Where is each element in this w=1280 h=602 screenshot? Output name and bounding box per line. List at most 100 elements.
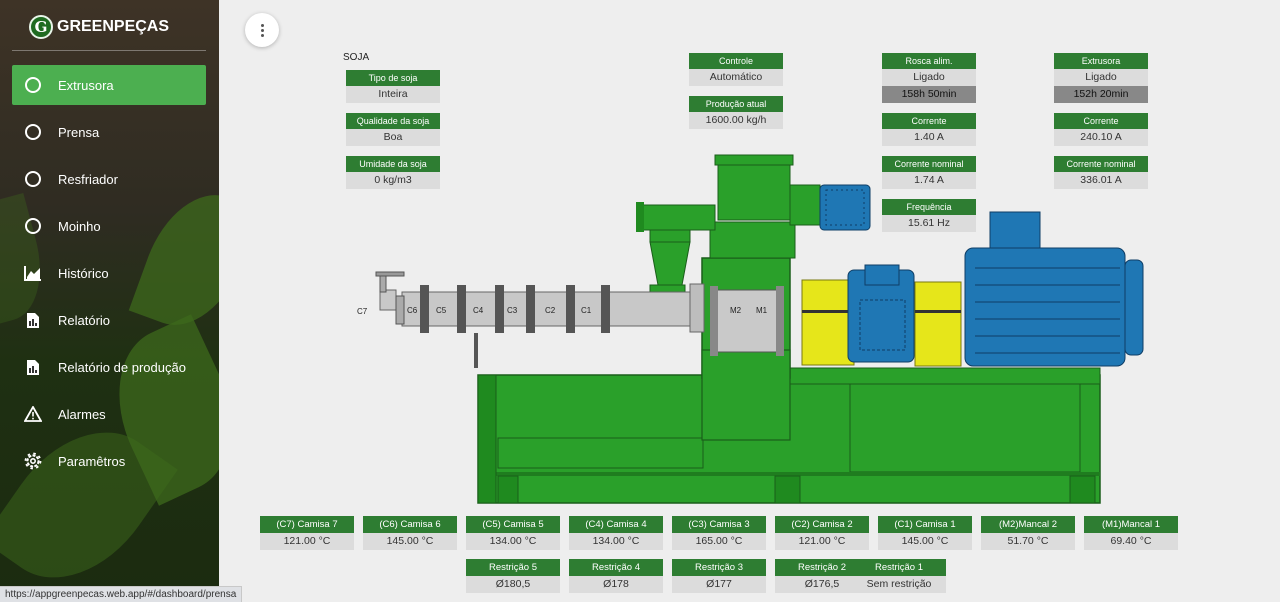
report-icon bbox=[24, 358, 42, 376]
card-producao-atual: Produção atual 1600.00 kg/h bbox=[689, 96, 783, 129]
card-status: Ligado bbox=[1054, 69, 1148, 86]
c2-label: C2 bbox=[545, 306, 556, 315]
restricao-card-4: Restrição 4 Ø178 bbox=[569, 559, 663, 593]
nav-item-label: Alarmes bbox=[58, 406, 106, 422]
card-label: Corrente bbox=[882, 113, 976, 129]
report-icon bbox=[24, 311, 42, 329]
card-label: Corrente nominal bbox=[1054, 156, 1148, 172]
temp-card-m2: (M2)Mancal 2 51.70 °C bbox=[981, 516, 1075, 550]
card-status: Ligado bbox=[882, 69, 976, 86]
nav-item-alarmes[interactable]: Alarmes bbox=[12, 394, 206, 434]
more-options-button[interactable] bbox=[245, 13, 279, 47]
temp-card-m1: (M1)Mancal 1 69.40 °C bbox=[1084, 516, 1178, 550]
nav-item-moinho[interactable]: Moinho bbox=[12, 206, 206, 246]
restricao-value: Sem restrição bbox=[852, 576, 946, 593]
card-extrusora: Extrusora Ligado 152h 20min bbox=[1054, 53, 1148, 103]
temp-value: 145.00 °C bbox=[363, 533, 457, 550]
card-label: Controle bbox=[689, 53, 783, 69]
brand[interactable]: G GREENPEÇAS bbox=[29, 13, 169, 41]
temp-value: 121.00 °C bbox=[260, 533, 354, 550]
brand-name: GREENPEÇAS bbox=[57, 18, 170, 35]
chart-icon bbox=[24, 264, 42, 282]
restricao-value: Ø180,5 bbox=[466, 576, 560, 593]
circle-icon bbox=[24, 217, 42, 235]
card-value: 1.40 A bbox=[882, 129, 976, 146]
temp-label: (M2)Mancal 2 bbox=[981, 516, 1075, 533]
c3-label: C3 bbox=[507, 306, 518, 315]
dot bbox=[260, 33, 264, 37]
c5-label: C5 bbox=[436, 306, 447, 315]
nav-item-parametros[interactable]: Paramêtros bbox=[12, 441, 206, 481]
card-controle: Controle Automático bbox=[689, 53, 783, 86]
nav-item-label: Prensa bbox=[58, 124, 100, 140]
temp-value: 51.70 °C bbox=[981, 533, 1075, 550]
nav-item-label: Histórico bbox=[58, 265, 109, 281]
feeder-assembly bbox=[636, 154, 821, 296]
restricao-label: Restrição 1 bbox=[852, 559, 946, 576]
temp-label: (C1) Camisa 1 bbox=[878, 516, 972, 533]
restricao-label: Restrição 3 bbox=[672, 559, 766, 576]
card-value: Inteira bbox=[346, 86, 440, 103]
temp-card-c7: (C7) Camisa 7 121.00 °C bbox=[260, 516, 354, 550]
c6-label: C6 bbox=[407, 306, 418, 315]
temp-card-c3: (C3) Camisa 3 165.00 °C bbox=[672, 516, 766, 550]
card-umidade-soja: Umidade da soja 0 kg/m3 bbox=[346, 156, 440, 189]
card-value: 1.74 A bbox=[882, 172, 976, 189]
temp-label: (C2) Camisa 2 bbox=[775, 516, 869, 533]
restricao-card-5: Restrição 5 Ø180,5 bbox=[466, 559, 560, 593]
card-rosca-alim: Rosca alim. Ligado 158h 50min bbox=[882, 53, 976, 103]
restricao-label: Restrição 5 bbox=[466, 559, 560, 576]
coupling-guards bbox=[801, 279, 962, 367]
card-qualidade-soja: Qualidade da soja Boa bbox=[346, 113, 440, 146]
temp-label: (C5) Camisa 5 bbox=[466, 516, 560, 533]
temp-label: (M1)Mancal 1 bbox=[1084, 516, 1178, 533]
card-label: Rosca alim. bbox=[882, 53, 976, 69]
section-title: SOJA bbox=[343, 52, 370, 63]
temp-label: (C6) Camisa 6 bbox=[363, 516, 457, 533]
temp-label: (C3) Camisa 3 bbox=[672, 516, 766, 533]
warning-icon bbox=[24, 405, 42, 423]
nav-item-label: Paramêtros bbox=[58, 453, 126, 469]
card-value: Boa bbox=[346, 129, 440, 146]
m2-label: M2 bbox=[730, 306, 742, 315]
card-label: Corrente nominal bbox=[882, 156, 976, 172]
restricao-card-1: Restrição 1 Sem restrição bbox=[852, 559, 946, 593]
card-label: Tipo de soja bbox=[346, 70, 440, 86]
circle-icon bbox=[24, 76, 42, 94]
temp-value: 165.00 °C bbox=[672, 533, 766, 550]
divider bbox=[12, 50, 206, 51]
c1-label: C1 bbox=[581, 306, 592, 315]
m1-label: M1 bbox=[756, 306, 768, 315]
temp-value: 69.40 °C bbox=[1084, 533, 1178, 550]
sidebar: G GREENPEÇAS Extrusora Prensa Resfriador… bbox=[0, 0, 219, 602]
nav-item-prensa[interactable]: Prensa bbox=[12, 112, 206, 152]
nav-item-resfriador[interactable]: Resfriador bbox=[12, 159, 206, 199]
card-label: Extrusora bbox=[1054, 53, 1148, 69]
temp-label: (C4) Camisa 4 bbox=[569, 516, 663, 533]
restricao-label: Restrição 4 bbox=[569, 559, 663, 576]
restricao-value: Ø178 bbox=[569, 576, 663, 593]
gear-icon bbox=[24, 452, 42, 470]
nav-item-historico[interactable]: Histórico bbox=[12, 253, 206, 293]
card-value: 336.01 A bbox=[1054, 172, 1148, 189]
card-label: Qualidade da soja bbox=[346, 113, 440, 129]
card-label: Corrente bbox=[1054, 113, 1148, 129]
nav-item-label: Resfriador bbox=[58, 171, 118, 187]
nav-item-extrusora[interactable]: Extrusora bbox=[12, 65, 206, 105]
card-runtime: 158h 50min bbox=[882, 86, 976, 103]
temp-value: 134.00 °C bbox=[466, 533, 560, 550]
card-label: Produção atual bbox=[689, 96, 783, 112]
card-runtime: 152h 20min bbox=[1054, 86, 1148, 103]
nav-menu: Extrusora Prensa Resfriador Moinho Histó… bbox=[12, 65, 206, 488]
temp-card-c1: (C1) Camisa 1 145.00 °C bbox=[878, 516, 972, 550]
card-label: Frequência bbox=[882, 199, 976, 215]
dot bbox=[260, 28, 264, 32]
main-motor bbox=[964, 211, 1144, 367]
card-value: 15.61 Hz bbox=[882, 215, 976, 232]
temp-card-c4: (C4) Camisa 4 134.00 °C bbox=[569, 516, 663, 550]
logo-icon: G bbox=[29, 15, 53, 39]
nav-item-relatorio-producao[interactable]: Relatório de produção bbox=[12, 347, 206, 387]
nav-item-relatorio[interactable]: Relatório bbox=[12, 300, 206, 340]
card-value: 1600.00 kg/h bbox=[689, 112, 783, 129]
card-extrusora-corrente-nominal: Corrente nominal 336.01 A bbox=[1054, 156, 1148, 189]
